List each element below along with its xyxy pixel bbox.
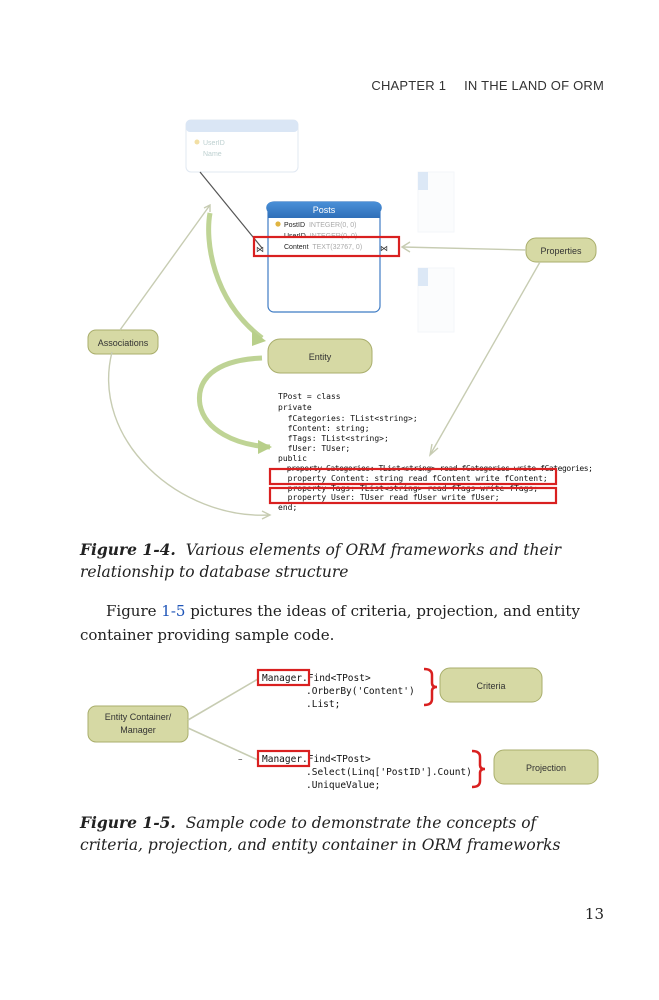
connector-lines — [187, 678, 259, 761]
svg-text:Manager: Manager — [120, 725, 156, 735]
projection-code: Manager.Find<TPost> .Select(Linq['PostID… — [262, 754, 472, 791]
property-content-highlight — [268, 467, 558, 486]
svg-text:Manager.Find<TPost>: Manager.Find<TPost> — [262, 754, 371, 765]
svg-text:.OrberBy('Content'): .OrberBy('Content') — [306, 686, 415, 697]
svg-text:.List;: .List; — [306, 699, 340, 710]
dash-marker: – — [238, 755, 243, 765]
criteria-label: Criteria — [439, 667, 543, 703]
thick-arrows — [196, 212, 271, 450]
relation-line — [199, 171, 263, 249]
code-line: fCategories: TList<string>; — [278, 414, 418, 423]
users-field-name: Name — [203, 151, 222, 158]
code-line: property Content: string read fContent w… — [278, 474, 548, 483]
chapter-number: CHAPTER 1 — [371, 78, 447, 93]
code-line: private — [278, 403, 312, 412]
page-number: 13 — [584, 905, 604, 923]
criteria-code: Manager.Find<TPost> .OrberBy('Content') … — [262, 673, 415, 710]
side-table-top — [417, 171, 455, 233]
svg-text:.Select(Linq['PostID'].Count): .Select(Linq['PostID'].Count) — [306, 767, 472, 778]
field-content: Content — [284, 244, 309, 251]
svg-text:Criteria: Criteria — [476, 681, 505, 691]
arrows — [107, 203, 541, 520]
property-user-highlight — [268, 486, 558, 505]
users-field-userid: UserID — [203, 140, 225, 147]
users-table: UserID Name — [185, 119, 299, 173]
manager-highlight-1 — [256, 668, 311, 687]
code-line: TPost = class — [278, 392, 341, 401]
svg-text:Projection: Projection — [526, 763, 566, 773]
associations-label: Associations — [87, 329, 159, 355]
figure-1-4-caption-text: Various elements of ORM frameworks and t… — [80, 541, 562, 581]
code-line: public — [278, 454, 307, 463]
svg-text:Associations: Associations — [98, 338, 149, 348]
code-line: fUser: TUser; — [278, 444, 350, 453]
svg-text:Entity: Entity — [309, 352, 332, 362]
projection-brace — [471, 749, 486, 789]
svg-text:Manager.Find<TPost>: Manager.Find<TPost> — [262, 673, 371, 684]
entity-label: Entity — [267, 338, 373, 374]
manager-highlight-2 — [256, 749, 311, 768]
entity-container-box: Entity Container/ Manager — [87, 705, 189, 743]
svg-text:Content TEXT(32767, 0): Content TEXT(32767, 0) — [284, 244, 362, 251]
code-line: fTags: TList<string>; — [278, 434, 389, 443]
arrowhead-entity-code — [258, 440, 272, 454]
chapter-title: IN THE LAND OF ORM — [464, 78, 604, 93]
code-line: property User: TUser read fUser write fU… — [278, 493, 500, 502]
svg-text:Entity Container/: Entity Container/ — [105, 712, 172, 722]
link-marker-right: ⋈ — [380, 244, 388, 253]
content-highlight-box — [252, 235, 401, 258]
svg-text:.UniqueValue;: .UniqueValue; — [306, 780, 380, 791]
svg-text:Properties: Properties — [540, 246, 582, 256]
figure-1-5-caption: Figure 1-5. Sample code to demonstrate t… — [80, 812, 580, 856]
link-marker-left: ⋈ — [256, 245, 264, 254]
svg-text:PostID INTEGER(0, 0): PostID INTEGER(0, 0) — [284, 222, 356, 229]
code-line: end; — [278, 503, 297, 512]
body-paragraph: Figure 1-5 pictures the ideas of criteri… — [80, 602, 580, 644]
side-table-bottom — [417, 267, 455, 333]
field-postid: PostID — [284, 222, 305, 229]
running-header: CHAPTER 1 IN THE LAND OF ORM — [371, 78, 604, 93]
projection-label: Projection — [493, 749, 599, 785]
figure-1-5-caption-text: Sample code to demonstrate the concepts … — [80, 814, 561, 854]
figure-1-5-label: Figure 1-5. — [80, 813, 176, 832]
figure-1-4-label: Figure 1-4. — [80, 540, 176, 559]
figure-1-4-diagram: UserID Name Posts PostID INTEGER(0, 0) U… — [87, 119, 597, 520]
figure-link[interactable]: 1-5 — [161, 602, 186, 620]
field-content-type: TEXT(32767, 0) — [312, 244, 362, 251]
arrowhead-entity-top — [252, 330, 266, 346]
field-postid-type: INTEGER(0, 0) — [309, 222, 356, 229]
criteria-brace — [423, 667, 438, 707]
figure-1-4-caption: Figure 1-4. Various elements of ORM fram… — [80, 539, 580, 583]
code-line: fContent: string; — [278, 424, 370, 433]
posts-title: Posts — [313, 205, 336, 215]
